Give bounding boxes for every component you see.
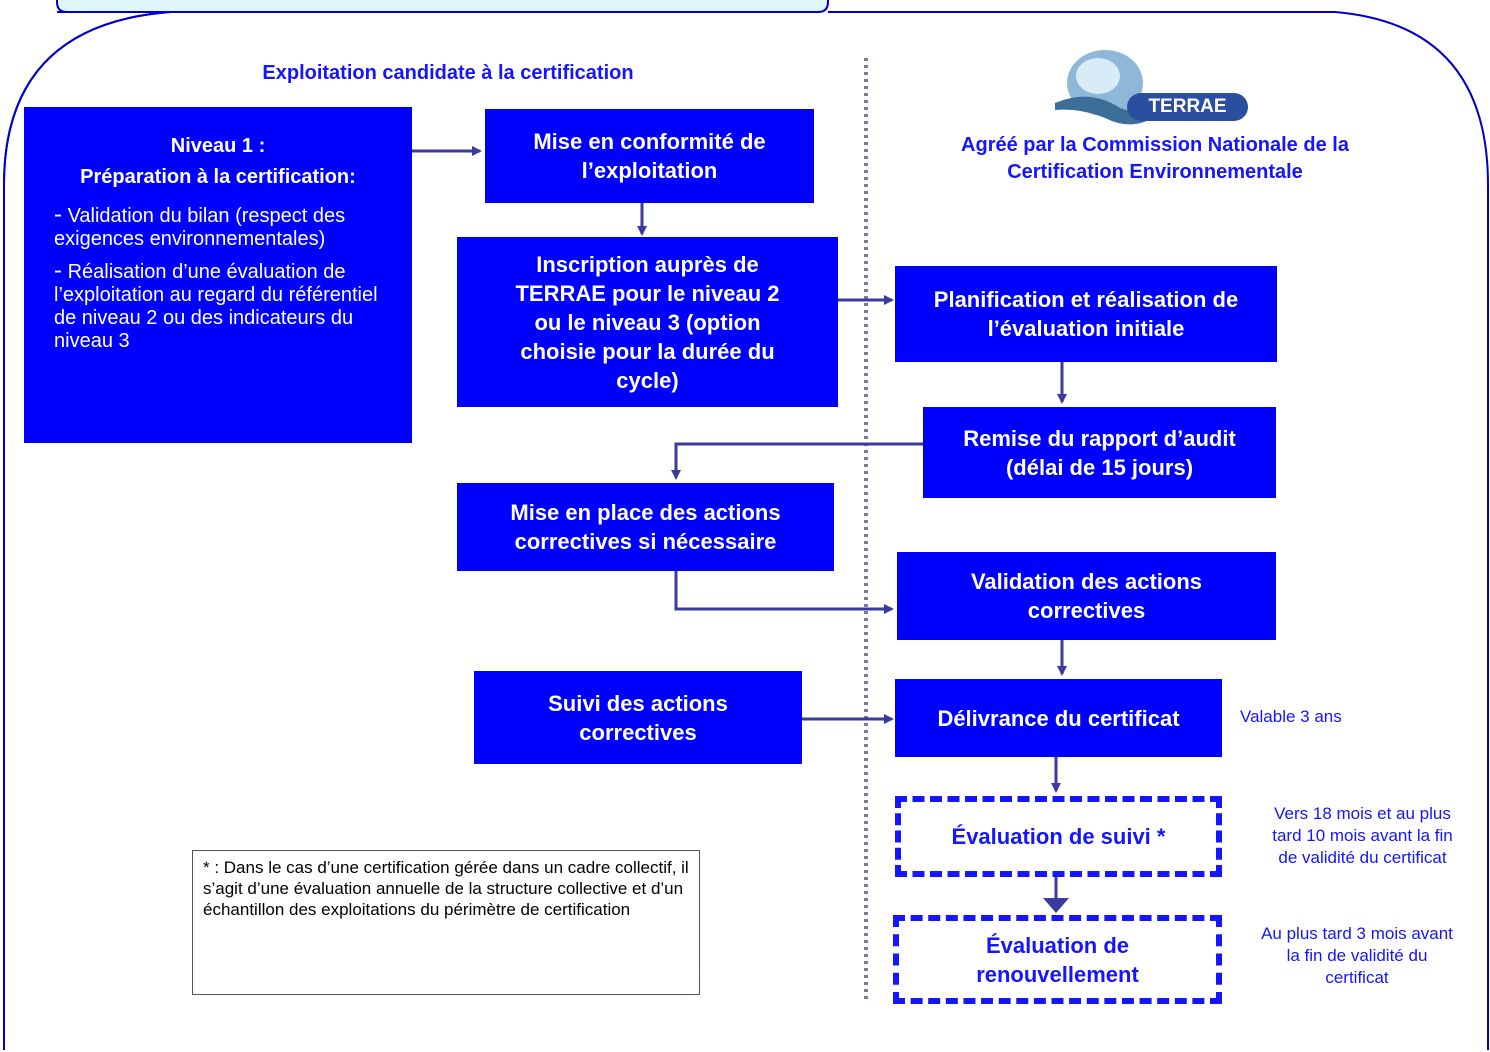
delivrance-box: Délivrance du certificat [895,679,1222,757]
niveau1-bullet-2: - Réalisation d’une évaluation de l’expl… [54,257,378,353]
niveau1-subtitle: Préparation à la certification: [80,166,356,188]
right-heading: Agréé par la Commission Nationale de la … [961,134,1349,183]
niveau1-title: Niveau 1 : [170,135,266,157]
terrae-logo-text: TERRAE [1148,96,1227,117]
evaluation-renouvellement-box: Évaluation de renouvellement [893,915,1222,1004]
remise-rapport-box: Remise du rapport d’audit (délai de 15 j… [923,407,1276,498]
actions-correctives-box: Mise en place des actions correctives si… [457,483,834,571]
evaluation-suivi-box: Évaluation de suivi * [895,796,1222,877]
conformite-box: Mise en conformité de l’exploitation [485,109,814,203]
inscription-box: Inscription auprès de TERRAE pour le niv… [457,237,838,407]
left-heading: Exploitation candidate à la certificatio… [262,62,634,84]
suivi-timing-note: Vers 18 mois et au plus tard 10 mois ava… [1272,804,1453,867]
suivi-actions-box: Suivi des actions correctives [474,671,802,764]
validation-actions-box: Validation des actions correctives [897,552,1276,640]
valable-note: Valable 3 ans [1240,707,1342,726]
renouvellement-timing-note: Au plus tard 3 mois avant la fin de vali… [1261,924,1453,987]
planification-box: Planification et réalisation de l’évalua… [895,266,1277,362]
footnote-box: * : Dans le cas d’une certification géré… [192,850,700,995]
niveau1-box: Niveau 1 : Préparation à la certificatio… [24,107,412,443]
arrow-actions-validation [674,571,894,614]
top-tab [56,0,829,13]
arrow-remise-actions [671,442,923,480]
niveau1-bullet-1: - Validation du bilan (respect des exige… [54,201,346,251]
footnote-text: * : Dans le cas d’une certification géré… [203,858,689,919]
terrae-logo-badge [1127,93,1248,121]
